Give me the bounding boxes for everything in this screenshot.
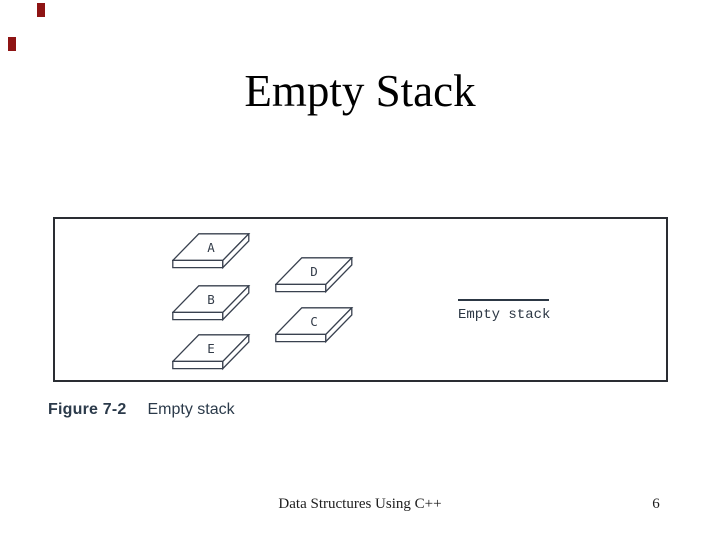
plate-slab-icon: B (172, 285, 251, 322)
plate-letter: C (310, 314, 318, 329)
figure-caption-number: Figure 7-2 (48, 401, 127, 418)
plate-letter: B (207, 292, 215, 307)
footer-course-title: Data Structures Using C++ (278, 496, 442, 512)
plate-slab-icon: A (172, 233, 251, 270)
stack-plate: D (275, 257, 356, 294)
figure-caption-title: Empty stack (147, 401, 235, 418)
plate-slab-icon: C (275, 307, 354, 344)
plate-slab-icon: D (275, 257, 354, 294)
stack-plate: A (172, 233, 253, 270)
accent-square-top (37, 3, 45, 17)
figure-caption: Figure 7-2 Empty stack (48, 401, 235, 419)
page-number: 6 (652, 496, 660, 512)
figure-panel: A D B C E Empty stack (53, 217, 668, 382)
stack-plate: B (172, 285, 253, 322)
stack-plate: C (275, 307, 356, 344)
plate-letter: A (207, 240, 215, 255)
empty-stack-line (458, 299, 549, 301)
accent-square-bottom (8, 37, 16, 51)
empty-stack-label: Empty stack (458, 307, 551, 323)
plate-letter: D (310, 264, 318, 279)
plate-letter: E (207, 341, 215, 356)
plate-slab-icon: E (172, 334, 251, 371)
stack-plate: E (172, 334, 253, 371)
slide-title: Empty Stack (244, 66, 476, 116)
